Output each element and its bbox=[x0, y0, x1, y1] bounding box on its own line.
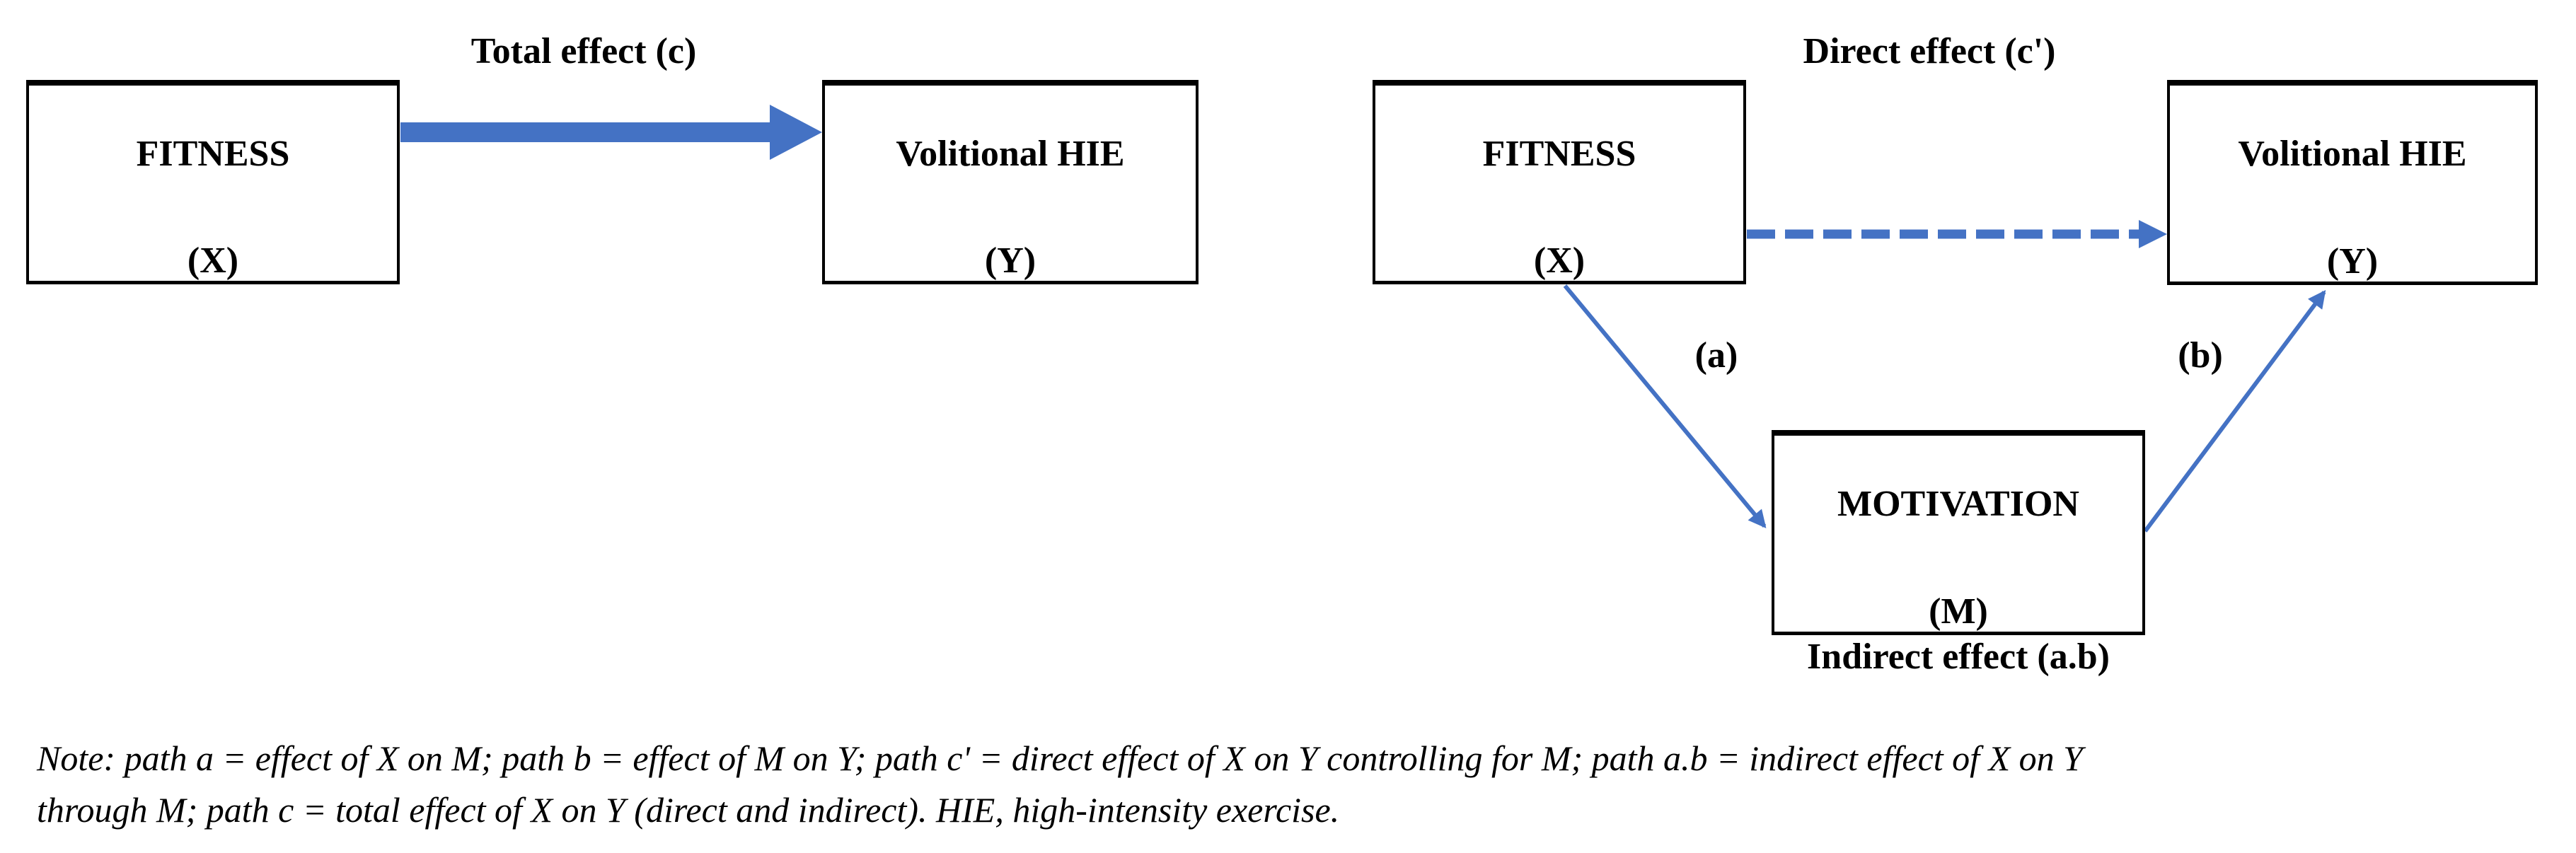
path-b-arrow-icon bbox=[2143, 289, 2326, 533]
direct-effect-arrowhead-icon bbox=[2139, 220, 2167, 248]
path-b-label: (b) bbox=[2178, 335, 2223, 376]
motivation-box: MOTIVATION (M) bbox=[1772, 430, 2145, 635]
figure-note-line1: Note: path a = effect of X on M; path b … bbox=[37, 738, 2083, 778]
box-title: Volitional HIE bbox=[2238, 134, 2467, 174]
total-effect-arrow-icon bbox=[400, 105, 822, 160]
volitional-hie-box-mediation: Volitional HIE (Y) bbox=[2167, 80, 2538, 285]
path-a-label: (a) bbox=[1694, 335, 1738, 376]
box-symbol: (Y) bbox=[984, 240, 1036, 281]
box-symbol: (M) bbox=[1929, 591, 1988, 632]
box-symbol: (X) bbox=[1533, 240, 1586, 281]
box-symbol: (Y) bbox=[2326, 240, 2379, 282]
box-symbol: (X) bbox=[187, 240, 239, 281]
box-title: FITNESS bbox=[136, 134, 290, 174]
path-a-arrow-icon bbox=[1563, 284, 1767, 528]
volitional-hie-box-total: Volitional HIE (Y) bbox=[822, 80, 1199, 284]
box-title: FITNESS bbox=[1482, 134, 1636, 174]
box-title: Volitional HIE bbox=[896, 134, 1125, 174]
figure-note-line2: through M; path c = total effect of X on… bbox=[37, 790, 1340, 830]
indirect-effect-label: Indirect effect (a.b) bbox=[1807, 637, 2110, 677]
figure-note: Note: path a = effect of X on M; path b … bbox=[37, 733, 2083, 836]
box-title: MOTIVATION bbox=[1837, 484, 2079, 524]
total-effect-label: Total effect (c) bbox=[470, 31, 697, 71]
fitness-box-total: FITNESS (X) bbox=[26, 80, 400, 284]
direct-effect-label: Direct effect (c') bbox=[1803, 31, 2056, 71]
fitness-box-mediation: FITNESS (X) bbox=[1373, 80, 1746, 284]
